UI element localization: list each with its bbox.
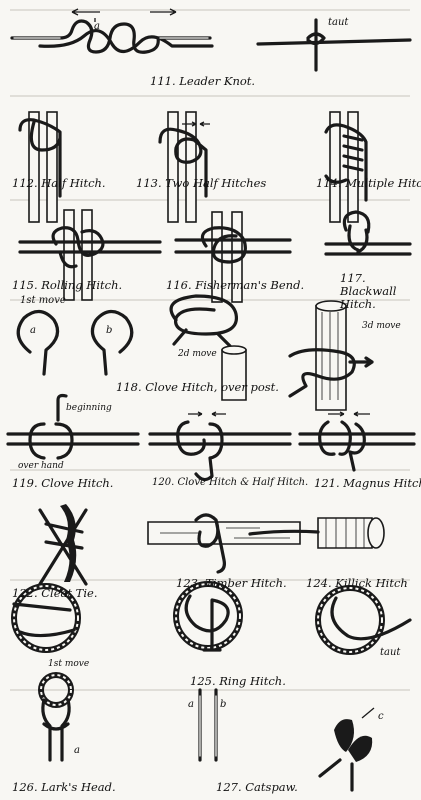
caption-blackwall-hitch: 117. Blackwall Hitch. — [340, 272, 412, 312]
label-second-move: 2d move — [178, 350, 217, 359]
leader-knot-figure — [12, 9, 212, 52]
label-beginning: beginning — [66, 404, 112, 413]
larks-head-figure — [41, 675, 71, 760]
label-a-larks: a — [74, 746, 80, 756]
caption-magnus-hitch: 121. Magnus Hitch. — [314, 478, 421, 490]
first-move-loops — [18, 311, 132, 374]
half-hitch-figure — [20, 112, 60, 222]
label-overhand: over hand — [18, 462, 64, 471]
caption-fishermans-bend: 116. Fisherman's Bend. — [166, 280, 304, 292]
label-a-loop: a — [30, 326, 36, 336]
label-taut-top: taut — [328, 18, 348, 28]
lower-ab-strands — [200, 690, 216, 760]
catspaw-figure — [320, 708, 374, 790]
caption-catspaw: 127. Catspaw. — [216, 782, 298, 794]
clove-and-half-hitch-figure — [150, 412, 290, 480]
two-half-hitches-figure — [160, 112, 210, 222]
label-a-lower: a — [188, 700, 194, 710]
magnus-hitch-figure — [300, 412, 414, 470]
caption-leader-knot: 111. Leader Knot. — [150, 76, 255, 88]
caption-clove-hitch: 119. Clove Hitch. — [12, 478, 113, 490]
caption-clove-and-half-hitch: 120. Clove Hitch & Half Hitch. — [152, 478, 308, 488]
label-a-leader: a — [94, 22, 100, 32]
label-third-move: 3d move — [362, 322, 401, 331]
caption-two-half-hitches: 113. Two Half Hitches — [136, 178, 266, 190]
label-first-move-ring: 1st move — [48, 660, 89, 669]
clove-hitch-third-move — [290, 301, 372, 410]
label-c-catspaw: c — [378, 712, 384, 722]
timber-hitch-figure — [148, 515, 300, 572]
caption-killick-hitch: 124. Killick Hitch — [306, 578, 408, 590]
caption-multiple-hitch: 114. Multiple Hitch. — [316, 178, 421, 190]
caption-timber-hitch: 123. Timber Hitch. — [176, 578, 287, 590]
label-taut-ring: taut — [380, 648, 400, 658]
caption-larks-head: 126. Lark's Head. — [12, 782, 116, 794]
caption-cleat-tie: 122. Cleat Tie. — [12, 588, 98, 600]
label-b-loop: b — [106, 326, 112, 336]
multiple-hitch-figure — [326, 112, 366, 222]
caption-ring-hitch: 125. Ring Hitch. — [190, 676, 286, 688]
label-first-move-top: 1st move — [20, 296, 66, 306]
caption-rolling-hitch: 115. Rolling Hitch. — [12, 280, 122, 292]
caption-clove-hitch-over-post: 118. Clove Hitch, over post. — [116, 382, 279, 394]
cleat-tie-figure — [40, 504, 86, 584]
label-b-lower: b — [220, 700, 226, 710]
caption-half-hitch: 112. Half Hitch. — [12, 178, 106, 190]
